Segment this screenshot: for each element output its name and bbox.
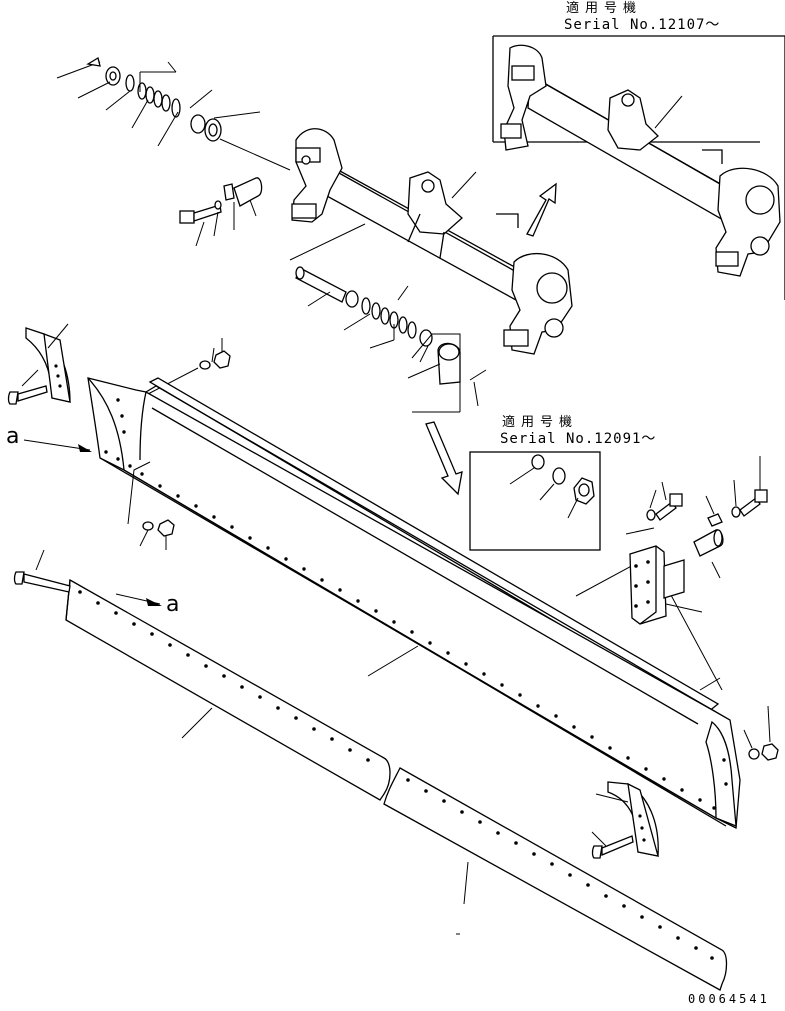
seal-stack-top bbox=[56, 56, 291, 171]
left-end-bit bbox=[7, 323, 71, 405]
right-bracket-assembly bbox=[625, 456, 768, 625]
top-inset-applicable-label: 適用号機 bbox=[566, 1, 643, 16]
left-ref-arrow bbox=[23, 439, 92, 452]
top-inset-serial: Serial No.12107～ bbox=[564, 17, 721, 33]
reference-mark-bit: a bbox=[166, 592, 180, 617]
main-trunnion-beam bbox=[289, 128, 573, 355]
drawing-code: 00064541 bbox=[688, 992, 770, 1006]
lock-pin-parts bbox=[179, 177, 263, 247]
upper-nut-washer bbox=[147, 338, 231, 395]
bit-ref-arrow bbox=[115, 593, 162, 606]
inset-box-mid bbox=[469, 451, 601, 551]
cutting-edge-right bbox=[383, 767, 728, 991]
right-end-bit bbox=[591, 781, 659, 859]
cutting-edge-left bbox=[13, 549, 391, 801]
moldboard-body bbox=[87, 377, 741, 830]
mid-inset-serial: Serial No.12091～ bbox=[500, 431, 657, 447]
mid-inset-applicable-label: 適用号機 bbox=[502, 415, 579, 430]
seal-stack-lower bbox=[295, 266, 487, 413]
right-end-nut-washer bbox=[743, 705, 779, 761]
reference-mark-left: a bbox=[6, 424, 20, 449]
moldboard-bolt-holes bbox=[104, 398, 728, 810]
arrow-to-mid-inset bbox=[425, 421, 463, 496]
inset-trunnion-beam bbox=[500, 44, 781, 277]
arrow-to-inset bbox=[526, 182, 557, 237]
lower-left-nut-washer bbox=[127, 461, 175, 550]
